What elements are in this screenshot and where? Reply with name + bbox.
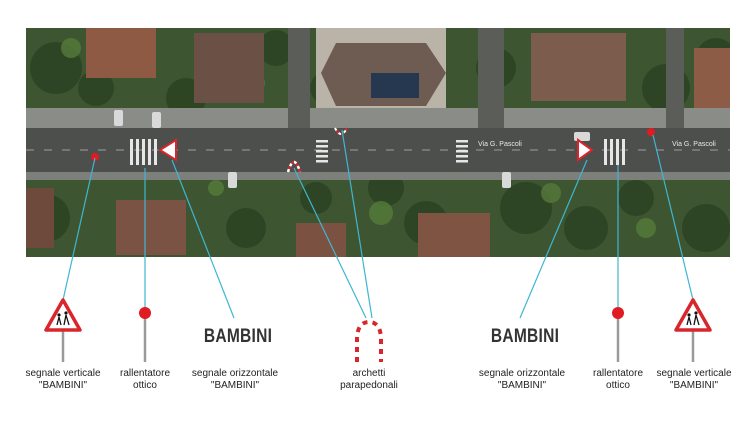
optical-speed-bump-post-icon bbox=[139, 307, 151, 362]
pedestrian-barrier-arch-icon bbox=[355, 319, 383, 362]
children-warning-sign-icon bbox=[44, 298, 82, 362]
road-text-bambini: BAMBINI bbox=[490, 326, 560, 347]
children-warning-sign-icon bbox=[674, 298, 712, 362]
aerial-street-view bbox=[26, 28, 730, 257]
road-text-bambini: BAMBINI bbox=[203, 326, 273, 347]
caption-segnale-orizzontale: segnale orizzontale"BAMBINI" bbox=[191, 368, 279, 391]
optical-speed-bump-post-icon bbox=[612, 307, 624, 362]
caption-segnale-orizzontale: segnale orizzontale"BAMBINI" bbox=[478, 368, 566, 391]
street-label: Via G. Pascoli bbox=[478, 141, 522, 148]
street-label: Via G. Pascoli bbox=[672, 141, 716, 148]
caption-segnale-verticale: segnale verticale"BAMBINI" bbox=[25, 368, 101, 391]
caption-segnale-verticale: segnale verticale"BAMBINI" bbox=[656, 368, 732, 391]
